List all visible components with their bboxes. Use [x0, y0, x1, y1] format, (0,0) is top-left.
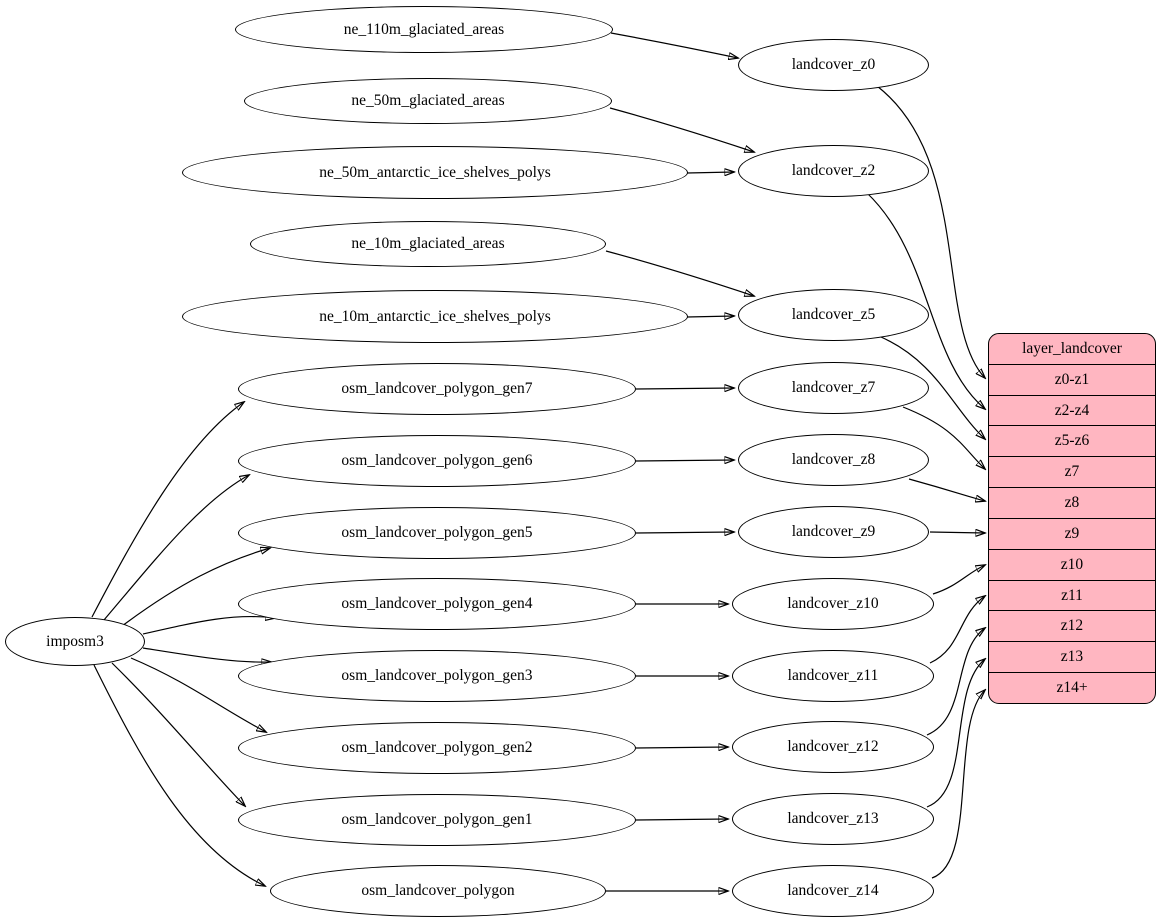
node-landcover-z14: landcover_z14 — [732, 865, 934, 917]
edge-imposm3-to-osm-gen4 — [142, 616, 275, 635]
node-label: ne_10m_antarctic_ice_shelves_polys — [319, 307, 551, 325]
record-row-z12: z12 — [989, 610, 1155, 641]
edge-imposm3-to-osm-gen1 — [111, 662, 245, 806]
node-landcover-z9: landcover_z9 — [738, 506, 929, 558]
node-osm-landcover-polygon-gen5: osm_landcover_polygon_gen5 — [238, 507, 636, 559]
record-row-z14plus: z14+ — [989, 672, 1155, 703]
node-label: osm_landcover_polygon_gen7 — [341, 380, 533, 397]
node-osm-landcover-polygon: osm_landcover_polygon — [270, 865, 606, 917]
edge-imposm3-to-osm-gen2 — [130, 657, 266, 732]
edge-osm-gen5-to-landcover-z9 — [635, 532, 734, 533]
node-ne-50m-glaciated-areas: ne_50m_glaciated_areas — [244, 78, 612, 124]
node-osm-landcover-polygon-gen6: osm_landcover_polygon_gen6 — [238, 435, 636, 487]
node-landcover-z12: landcover_z12 — [732, 721, 934, 773]
node-label: osm_landcover_polygon_gen3 — [341, 667, 533, 684]
node-ne-10m-glaciated-areas: ne_10m_glaciated_areas — [250, 221, 606, 267]
node-landcover-z2: landcover_z2 — [738, 145, 929, 197]
edge-ne-110m-glaciated-areas-to-landcover-z0 — [610, 32, 738, 58]
edge-osm-gen2-to-landcover-z12 — [635, 747, 728, 748]
edge-ne-50m-glaciated-areas-to-landcover-z2 — [609, 107, 754, 152]
edge-imposm3-to-osm-gen7 — [91, 402, 244, 618]
node-label: ne_50m_glaciated_areas — [351, 92, 505, 109]
node-label: landcover_z8 — [791, 451, 876, 468]
node-landcover-z13: landcover_z13 — [732, 793, 934, 845]
node-label: landcover_z13 — [787, 810, 879, 827]
edge-osm-gen6-to-landcover-z8 — [635, 460, 734, 461]
record-row-z9: z9 — [989, 517, 1155, 549]
edge-imposm3-to-osm-gen3 — [142, 647, 271, 662]
node-label: ne_110m_glaciated_areas — [343, 20, 505, 38]
node-label: landcover_z12 — [787, 738, 879, 755]
node-label: landcover_z11 — [787, 667, 879, 684]
node-label: osm_landcover_polygon_gen2 — [341, 739, 533, 756]
edge-landcover-z7-to-row-z7 — [902, 406, 985, 469]
edge-landcover-z0-to-row-z0-z1 — [876, 85, 985, 378]
edge-landcover-z13-to-row-z13 — [926, 659, 985, 808]
node-ne-110m-glaciated-areas: ne_110m_glaciated_areas — [235, 6, 613, 53]
record-row-z11: z11 — [989, 579, 1155, 611]
record-title: layer_landcover — [1022, 339, 1122, 357]
node-label: osm_landcover_polygon_gen5 — [341, 524, 533, 541]
edge-landcover-z11-to-row-z11 — [929, 596, 985, 664]
node-label: ne_10m_glaciated_areas — [351, 235, 505, 252]
node-label: landcover_z0 — [791, 56, 876, 73]
node-osm-landcover-polygon-gen4: osm_landcover_polygon_gen4 — [238, 578, 636, 630]
edge-osm-gen1-to-landcover-z13 — [635, 819, 728, 820]
node-label: osm_landcover_polygon_gen4 — [341, 595, 533, 612]
edge-landcover-z9-to-row-z9 — [929, 532, 985, 533]
edge-imposm3-to-osm-gen6 — [103, 475, 249, 621]
record-row-z8: z8 — [989, 487, 1155, 518]
node-label: imposm3 — [46, 632, 104, 650]
node-osm-landcover-polygon-gen1: osm_landcover_polygon_gen1 — [238, 794, 636, 846]
record-row-z5-z6: z5-z6 — [989, 425, 1155, 456]
node-ne-50m-antarctic-ice-shelves-polys: ne_50m_antarctic_ice_shelves_polys — [182, 146, 688, 199]
node-label: osm_landcover_polygon — [361, 882, 515, 899]
node-imposm3: imposm3 — [5, 617, 145, 666]
record-row-z7: z7 — [989, 456, 1155, 487]
edge-imposm3-to-osm-gen5 — [121, 548, 270, 627]
node-label: osm_landcover_polygon_gen1 — [341, 811, 533, 828]
edge-landcover-z8-to-row-z8 — [908, 478, 985, 501]
edge-ne-10m-glaciated-areas-to-landcover-z5 — [605, 250, 754, 296]
edge-landcover-z12-to-row-z12 — [926, 628, 985, 736]
node-label: landcover_z9 — [791, 523, 876, 540]
node-label: landcover_z5 — [791, 306, 876, 323]
record-row-z0-z1: z0-z1 — [989, 363, 1155, 395]
edge-osm-gen7-to-landcover-z7 — [635, 388, 734, 389]
edge-ne-50m-antarctic-ice-shelves-polys-to-landcover-z2 — [686, 172, 734, 173]
node-osm-landcover-polygon-gen7: osm_landcover_polygon_gen7 — [238, 363, 636, 415]
edge-landcover-z14-to-row-z14plus — [931, 690, 985, 879]
node-landcover-z5: landcover_z5 — [738, 289, 929, 341]
node-ne-10m-antarctic-ice-shelves-polys: ne_10m_antarctic_ice_shelves_polys — [182, 290, 688, 343]
node-osm-landcover-polygon-gen3: osm_landcover_polygon_gen3 — [238, 650, 636, 702]
node-label: landcover_z14 — [787, 882, 879, 899]
node-landcover-z8: landcover_z8 — [738, 434, 929, 486]
node-landcover-z11: landcover_z11 — [732, 650, 934, 702]
record-row-z2-z4: z2-z4 — [989, 394, 1155, 426]
node-landcover-z10: landcover_z10 — [732, 578, 934, 630]
node-osm-landcover-polygon-gen2: osm_landcover_polygon_gen2 — [238, 722, 636, 774]
node-landcover-z7: landcover_z7 — [738, 362, 929, 414]
node-label: osm_landcover_polygon_gen6 — [341, 452, 533, 469]
edge-imposm3-to-osm-landcover-polygon — [93, 664, 265, 886]
node-landcover-z0: landcover_z0 — [738, 39, 929, 91]
record-row-z10: z10 — [989, 548, 1155, 580]
edge-landcover-z5-to-row-z5-z6 — [880, 336, 985, 439]
edge-ne-10m-antarctic-ice-shelves-polys-to-landcover-z5 — [686, 316, 734, 317]
node-label: landcover_z10 — [787, 595, 879, 612]
node-label: ne_50m_antarctic_ice_shelves_polys — [319, 163, 551, 181]
node-label: landcover_z7 — [791, 379, 876, 396]
node-label: landcover_z2 — [791, 162, 876, 179]
edge-landcover-z10-to-row-z10 — [932, 565, 985, 595]
edge-landcover-z2-to-row-z2-z4 — [866, 192, 985, 409]
record-node-layer-landcover: layer_landcover z0-z1 z2-z4 z5-z6 z7 z8 … — [988, 333, 1156, 704]
record-row-z13: z13 — [989, 641, 1155, 672]
